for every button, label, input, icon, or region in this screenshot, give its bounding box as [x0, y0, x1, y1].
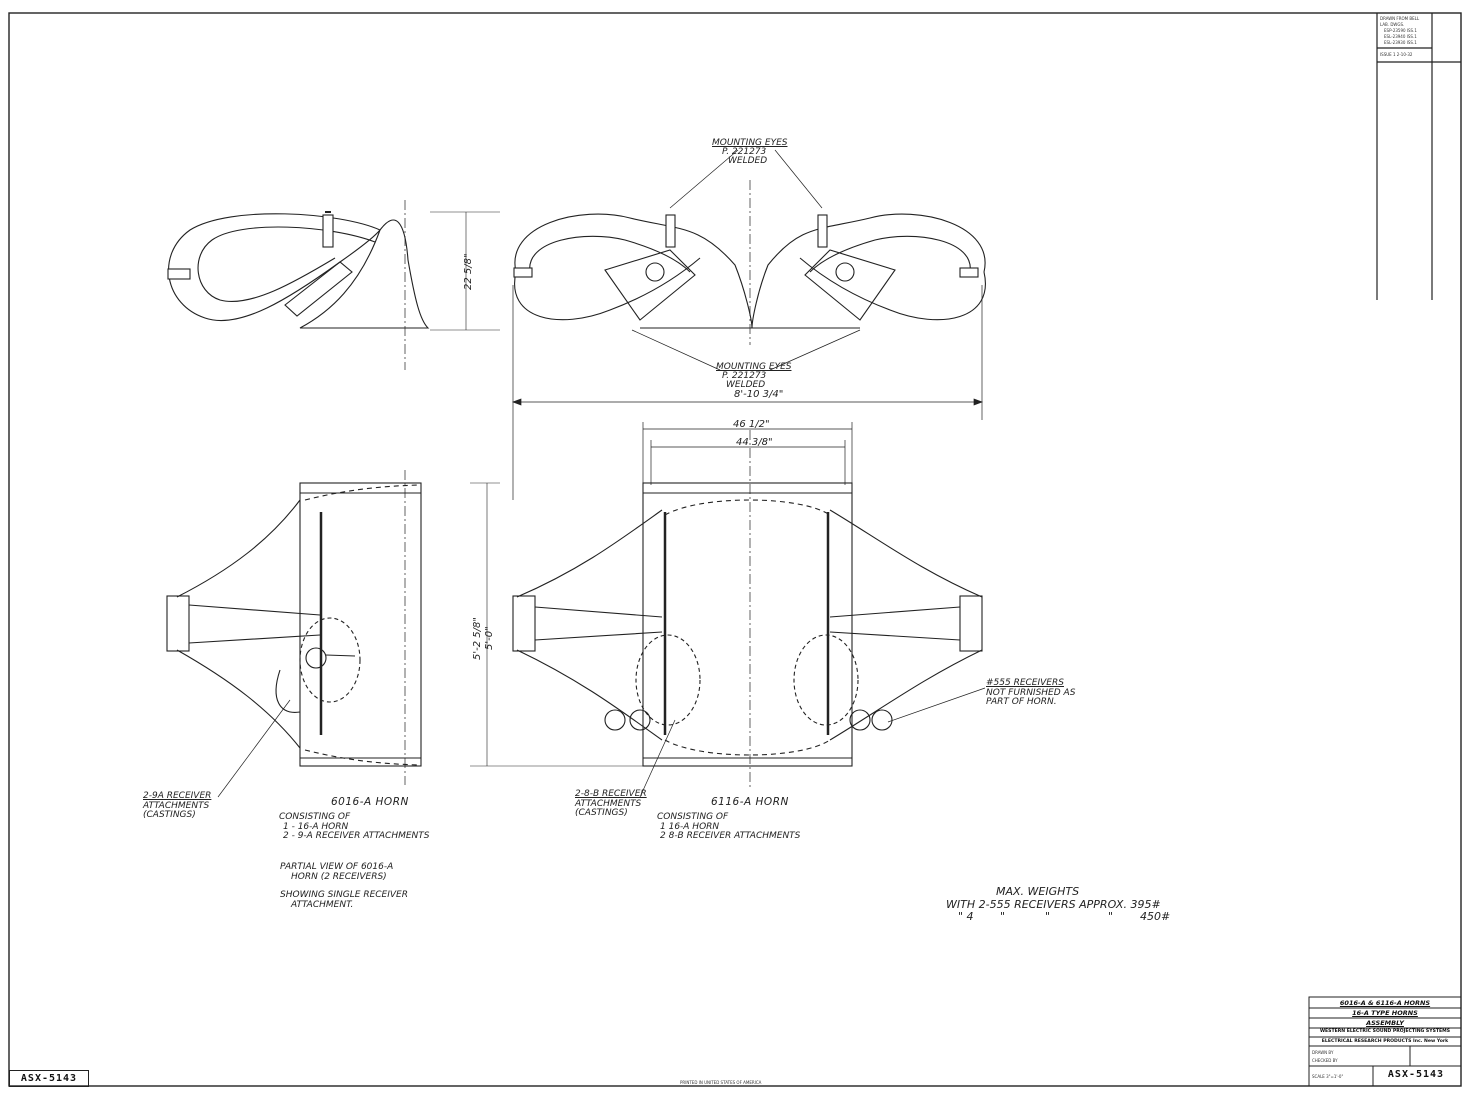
printed-note: PRINTED IN UNITED STATES OF AMERICA [680, 1080, 762, 1085]
weights-line2-weight: 450# [1140, 910, 1171, 923]
receivers-note-1: #555 RECEIVERS [986, 678, 1064, 688]
horn-6116-consisting-2: 2 8-B RECEIVER ATTACHMENTS [660, 831, 801, 841]
rev-line-5: ISSUE 1 2-10-32 [1380, 52, 1413, 57]
horn-6116-consisting-1: 1 16-A HORN [660, 822, 720, 832]
sheet-border [8, 12, 1462, 1087]
drawing-number-stamp: ASX-5143 [9, 1070, 89, 1087]
dim-overall-width: 8'-10 3/4" [734, 389, 784, 400]
horn-6116-front-box [642, 482, 853, 767]
rev-line-2: ESP-23590 ISS.1 [1384, 28, 1417, 33]
title-line2: 16-A TYPE HORNS [1352, 1009, 1418, 1017]
rev-line-4: ESL-23930 ISS.1 [1384, 40, 1417, 45]
horn-6016-partial-1: HORN (2 RECEIVERS) [291, 872, 387, 882]
title-drawn: DRAWN BY [1312, 1050, 1334, 1055]
weights-title: MAX. WEIGHTS [996, 885, 1080, 898]
dim-width-outer: 46 1/2" [733, 419, 770, 430]
horn-6116-callout-1: 2-8-B RECEIVER [575, 789, 647, 799]
front-view [166, 430, 986, 798]
horn-6116-consisting-0: CONSISTING OF [657, 812, 729, 822]
title-line5: ELECTRICAL RESEARCH PRODUCTS Inc. New Yo… [1321, 1039, 1449, 1044]
weights-line2-marks: " [1000, 910, 1006, 923]
horn-6116-title: 6116-A HORN [711, 796, 789, 808]
dim-height-5-0: 5'-0" [484, 626, 495, 650]
title-checked: CHECKED BY [1312, 1058, 1338, 1063]
weights-line1: WITH 2-555 RECEIVERS APPROX. 395# [946, 898, 1161, 911]
title-drawing-number: ASX-5143 [1387, 1069, 1445, 1080]
title-line4: WESTERN ELECTRIC SOUND PROJECTING SYSTEM… [1319, 1029, 1451, 1034]
weights-line2-qty: " 4 [958, 910, 974, 923]
mounting-eyes-bottom-label: MOUNTING EYES [716, 362, 792, 372]
width-dimensions [642, 422, 853, 485]
horn-6016-partial-0: PARTIAL VIEW OF 6016-A [280, 862, 394, 872]
title-line3: ASSEMBLY [1366, 1019, 1404, 1027]
dim-height-top: 22 5/8" [463, 253, 474, 290]
horn-6016-top-outline [299, 219, 430, 329]
title-block [1308, 996, 1462, 1087]
title-scale: SCALE 3"=1'-0" [1312, 1074, 1344, 1079]
horn-6016-consisting-2: 2 - 9-A RECEIVER ATTACHMENTS [283, 831, 430, 841]
receivers-note-3: PART OF HORN. [986, 697, 1057, 707]
horn-6016-showing-0: SHOWING SINGLE RECEIVER [280, 890, 408, 900]
rev-line-1: LAB. DWGS. [1380, 22, 1405, 27]
horn-6016-title: 6016-A HORN [331, 796, 409, 808]
mounting-eyes-bottom-welded: WELDED [726, 380, 766, 390]
horn-6116-callout-3: (CASTINGS) [575, 808, 628, 818]
mounting-eyes-top-welded: WELDED [728, 156, 768, 166]
mounting-eyes-bottom-part: P. 221273 [722, 371, 767, 381]
rev-line-0: DRAWN FROM BELL [1380, 16, 1420, 21]
horn-6016-callout-1: 2-9A RECEIVER [143, 791, 212, 801]
dim-height-5-2: 5'-2 5/8" [472, 617, 483, 660]
weights-line2-marks-b: " [1045, 910, 1051, 923]
horn-6016-showing-1: ATTACHMENT. [291, 900, 354, 910]
horn-6016-consisting-1: 1 - 16-A HORN [283, 822, 349, 832]
overall-width-dimension [512, 285, 983, 500]
horn-6016-consisting-0: CONSISTING OF [279, 812, 351, 822]
mounting-eyes-top-label: MOUNTING EYES [712, 138, 788, 148]
dim-width-inner: 44 3/8" [736, 437, 773, 448]
receivers-note-2: NOT FURNISHED AS [986, 688, 1076, 698]
horn-6016-callout-2: ATTACHMENTS [143, 801, 210, 811]
mounting-eyes-top-part: P. 221273 [722, 147, 767, 157]
horn-6016-callout-3: (CASTINGS) [143, 810, 196, 820]
weights-line2-marks-c: " [1108, 910, 1114, 923]
rev-line-3: ESL-23940 ISS.1 [1384, 34, 1417, 39]
top-view [167, 149, 986, 371]
horn-6116-callout-2: ATTACHMENTS [575, 799, 642, 809]
title-line1: 6016-A & 6116-A HORNS [1339, 999, 1431, 1007]
horn-6016-front-box [299, 482, 422, 767]
